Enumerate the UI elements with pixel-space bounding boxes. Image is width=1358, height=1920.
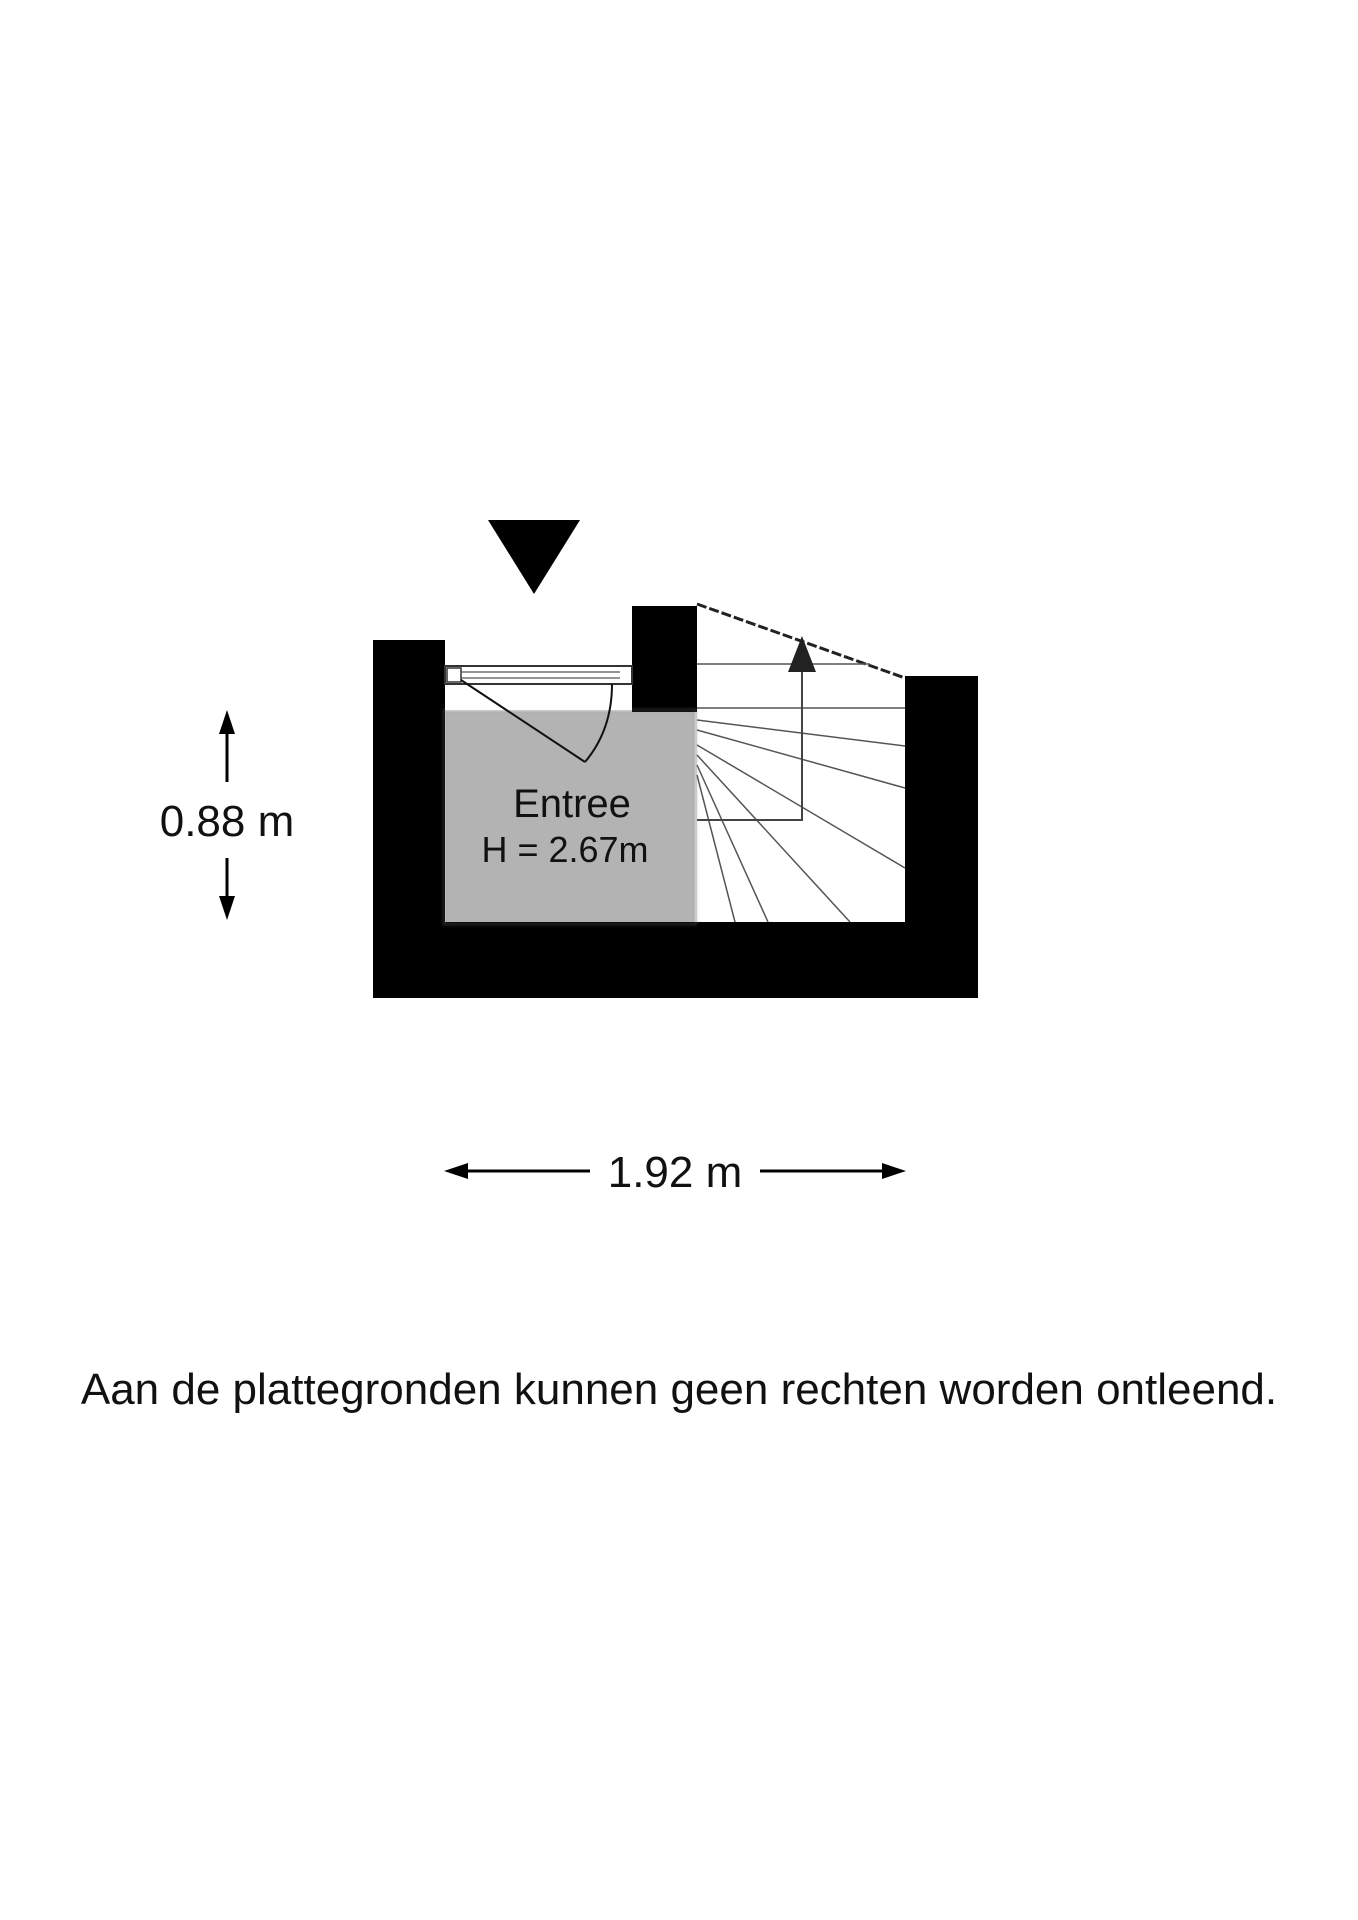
entrance-triangle-icon (488, 520, 580, 594)
disclaimer-text: Aan de plattegronden kunnen geen rechten… (80, 1365, 1278, 1414)
depth-dimension-label: 0.88 m (160, 797, 295, 846)
stair-direction-arrow-icon (788, 636, 816, 672)
width-dimension-label: 1.92 m (608, 1148, 743, 1197)
walls (373, 606, 978, 998)
room-entree (442, 708, 698, 926)
staircase (696, 602, 906, 923)
room-height-label: H = 2.67m (481, 829, 648, 870)
width-dimension: 1.92 m (444, 1148, 906, 1197)
room-name-label: Entree (513, 782, 631, 826)
entrance-door (444, 640, 633, 763)
depth-dimension: 0.88 m (160, 710, 295, 920)
